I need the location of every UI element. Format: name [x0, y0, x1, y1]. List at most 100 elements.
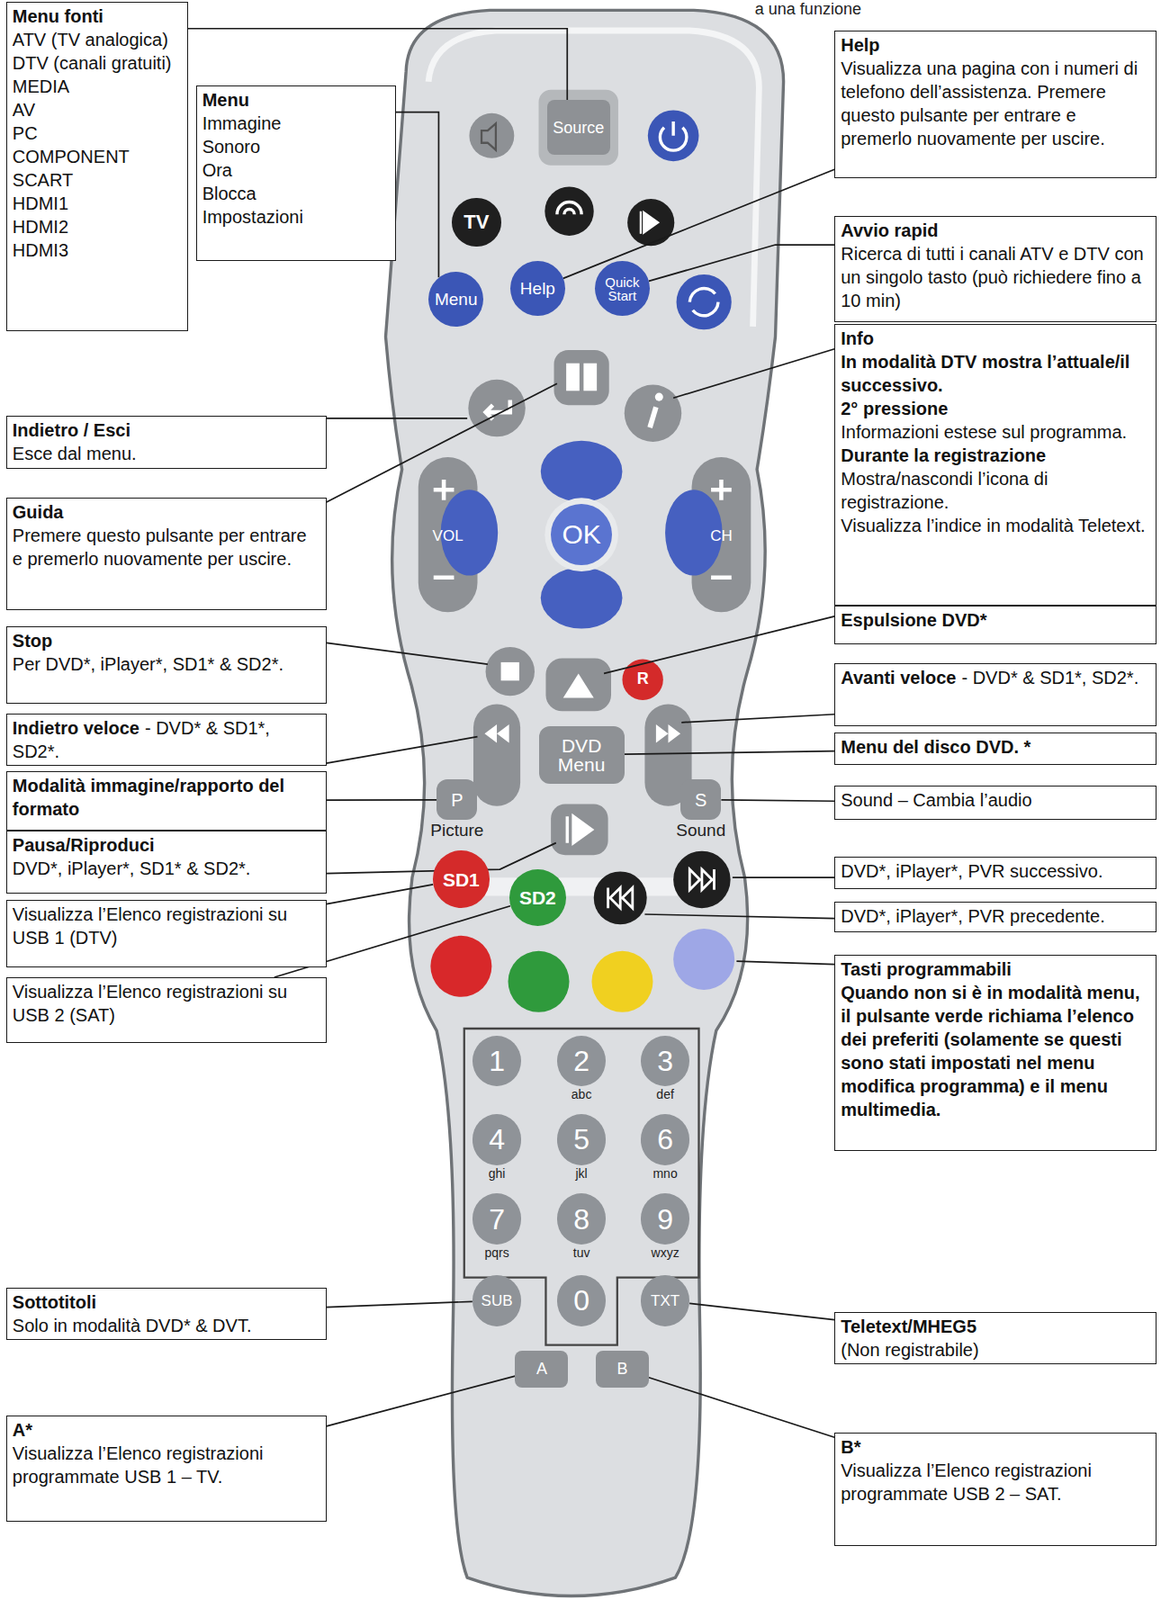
- blue-key: [673, 928, 735, 990]
- leader-connector: [396, 112, 440, 279]
- button-label: 8: [573, 1205, 590, 1234]
- remote-button: SUB: [472, 1275, 522, 1327]
- callout-box: A*Visualizza l’Elenco registrazioni prog…: [6, 1415, 327, 1522]
- callout-text: Immagine: [202, 111, 390, 135]
- callout-text: (Non registrabile): [840, 1338, 1151, 1362]
- remote-button: 5jkl: [557, 1114, 606, 1166]
- callout-box: Modalità immagine/rapporto del formato: [6, 771, 327, 831]
- plus-icon: [711, 479, 732, 578]
- leader-connector: [563, 169, 835, 279]
- callout-box: Menu fontiATV (TV analogica)DTV (canali …: [6, 1, 189, 332]
- callout-text: Sonoro: [202, 135, 390, 159]
- callout-heading: Visualizza l’Elenco registrazioni su USB…: [12, 902, 321, 950]
- callout-text: Esce dal menu.: [12, 441, 321, 466]
- leader-line: [326, 642, 488, 665]
- yellow-key: [591, 951, 653, 1013]
- button-caption: pqrs: [484, 1246, 509, 1260]
- power-icon: [659, 121, 686, 151]
- remote-button: PPicture: [436, 779, 477, 820]
- play-button: [550, 804, 608, 856]
- button-label: 6: [657, 1125, 674, 1154]
- leader-line: [732, 876, 835, 879]
- callout-box: Sound – Cambia l’audio: [834, 785, 1157, 821]
- remote-button: 9wxyz: [640, 1193, 690, 1245]
- callout-box: Espulsione DVD*: [834, 605, 1157, 645]
- remote-button: 0: [557, 1275, 606, 1327]
- callout-heading: Indietro veloce: [12, 718, 140, 738]
- remote-button: Source: [547, 99, 611, 155]
- callout-text: Durante la registrazione: [840, 443, 1151, 468]
- leader-line: [326, 737, 478, 764]
- play-icon: [567, 816, 592, 843]
- callout-box: Avvio rapidRicerca di tutti i canali ATV…: [834, 216, 1157, 323]
- remote-button: TXT: [640, 1275, 690, 1327]
- button-label: SUB: [481, 1293, 513, 1309]
- button-label: Source: [552, 119, 604, 136]
- callout-heading: Avvio rapid: [840, 218, 1151, 243]
- button-label: P: [450, 791, 463, 810]
- callout-text: DTV (canali gratuiti): [12, 51, 182, 75]
- leader-line: [603, 616, 835, 675]
- callout-box: Visualizza l’Elenco registrazioni su USB…: [6, 977, 327, 1044]
- callout-box: SottotitoliSolo in modalità DVD* & DVT.: [6, 1287, 327, 1341]
- callout-text: Blocca: [202, 181, 390, 206]
- button-label: 9: [657, 1205, 674, 1234]
- button-label: 4: [488, 1125, 505, 1154]
- callout-heading: A*: [12, 1418, 321, 1442]
- next-button: [673, 851, 730, 909]
- remote-button: SD1: [432, 850, 490, 908]
- remote-button: DVD Menu: [539, 726, 625, 783]
- source-bezel: [539, 90, 619, 166]
- callout-text: Visualizza una pagina con i numeri di te…: [840, 56, 1151, 151]
- record-button: [621, 659, 663, 701]
- eject-button: [545, 657, 612, 711]
- ok-ring: [544, 497, 619, 572]
- mute-icon: [481, 123, 496, 150]
- power-button: [648, 109, 700, 162]
- callout-text: Quando non si è in modalità menu, il pul…: [840, 981, 1151, 1122]
- button-caption: Picture: [430, 821, 484, 839]
- button-caption: Sound: [675, 821, 726, 839]
- callout-box: Indietro veloce- DVD* & SD1*, SD2*.: [6, 713, 327, 766]
- callout-heading: B*: [840, 1435, 1151, 1459]
- remote-button: SD2: [509, 869, 567, 927]
- callout-heading: Sottotitoli: [12, 1290, 321, 1314]
- callout-text: Solo in modalità DVD* & DVT.: [12, 1314, 321, 1338]
- button-caption: abc: [571, 1088, 593, 1101]
- button-label: A: [536, 1360, 548, 1377]
- callout-text: MEDIA: [12, 74, 182, 99]
- callout-text: HDMI1: [12, 191, 182, 216]
- button-caption: def: [656, 1088, 674, 1101]
- button-label: S: [694, 791, 707, 810]
- callout-text: ATV (TV analogica): [12, 27, 182, 52]
- callout-heading: Pausa/Riproduci: [12, 833, 321, 857]
- callout-heading: Espulsione DVD*: [840, 608, 1151, 632]
- button-marking: VOL: [432, 528, 464, 546]
- dpad-down: [540, 567, 623, 629]
- button-caption: mno: [652, 1167, 677, 1180]
- stop-icon: [501, 662, 520, 681]
- callout-text: Per DVD*, iPlayer*, SD1* & SD2*.: [12, 652, 321, 676]
- callout-text: COMPONENT: [12, 144, 182, 169]
- callout-heading: Indietro / Esci: [12, 418, 321, 442]
- button-icon: [557, 202, 582, 216]
- leader-connector: [326, 884, 433, 905]
- callout-text: DVD*, iPlayer*, SD1* & SD2*.: [12, 856, 321, 881]
- callout-heading: Avanti veloce: [840, 667, 956, 688]
- callout-text: Impostazioni: [202, 205, 390, 229]
- callout-heading: DVD*, iPlayer*, PVR successivo.: [840, 859, 1151, 883]
- callout-text: - DVD* & SD1*, SD2*.: [961, 667, 1139, 688]
- remote-button: 2abc: [557, 1035, 606, 1088]
- callout-box: HelpVisualizza una pagina con i numeri d…: [834, 30, 1157, 179]
- leader-connector: [720, 800, 835, 801]
- callout-text: In modalità DTV mostra l’attuale/il succ…: [840, 350, 1151, 397]
- leader-line: [326, 383, 558, 503]
- callout-box: Indietro / EsciEsce dal menu.: [6, 415, 327, 469]
- keypad-frame: [464, 1028, 700, 1346]
- button-icon: [640, 211, 658, 234]
- remote-button: 3def: [640, 1035, 690, 1088]
- callout-box: B*Visualizza l’Elenco registrazioni prog…: [834, 1432, 1157, 1548]
- callout-text: PC: [12, 121, 182, 145]
- callout-box: DVD*, iPlayer*, PVR successivo.: [834, 856, 1157, 890]
